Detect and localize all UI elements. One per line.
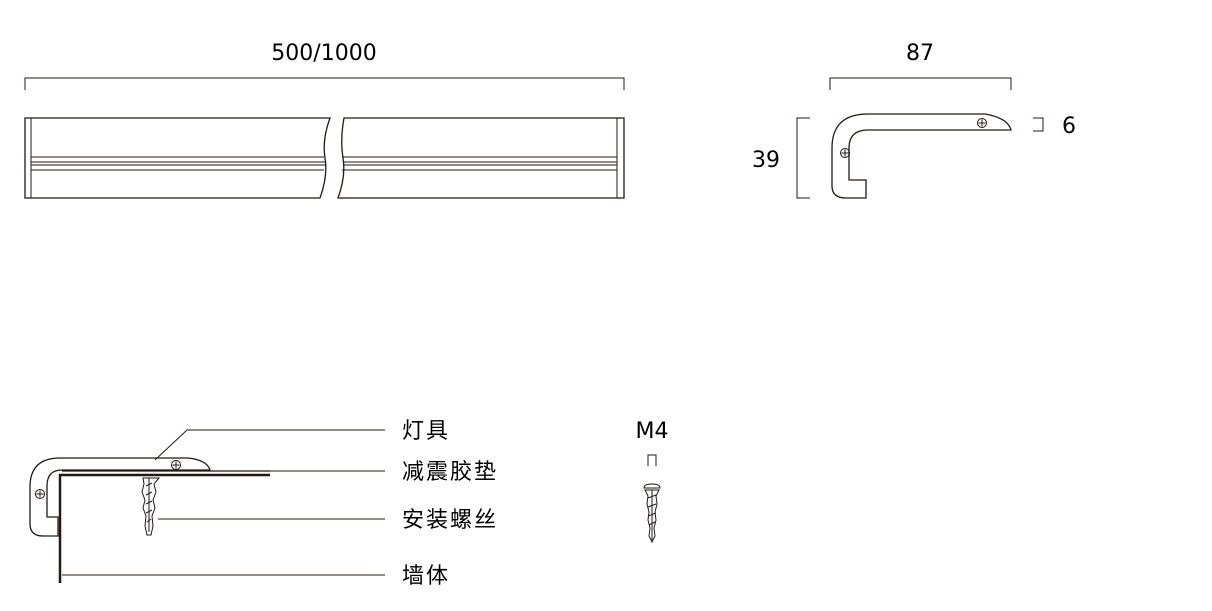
label-pad: 减震胶垫 xyxy=(402,460,498,485)
height-dimension-line xyxy=(796,117,810,199)
profile-left-half xyxy=(24,117,331,199)
mounting-screw xyxy=(141,477,161,536)
installation-view: 灯具 减震胶垫 安装螺丝 墙体 xyxy=(29,419,498,589)
side-profile-outline xyxy=(831,113,1012,199)
label-fixture: 灯具 xyxy=(402,419,450,444)
length-dimension-line xyxy=(24,77,625,90)
leader-line-fixture xyxy=(154,429,385,461)
screw-head-icon xyxy=(977,118,987,128)
screw-size-bracket xyxy=(647,454,657,466)
profile-right-half xyxy=(337,117,625,199)
length-dimension-label: 500/1000 xyxy=(271,41,376,66)
side-view: 87 39 6 xyxy=(752,41,1076,199)
fixture-profile xyxy=(29,457,211,537)
screw-detail: M4 xyxy=(636,419,669,544)
thickness-dimension-line xyxy=(1033,117,1044,132)
thickness-dimension-label: 6 xyxy=(1062,114,1076,139)
screw-head-icon xyxy=(840,148,850,158)
height-dimension-label: 39 xyxy=(752,148,780,173)
width-dimension-line xyxy=(829,77,1012,90)
wall xyxy=(58,473,270,583)
screw-head-icon xyxy=(171,460,181,470)
width-dimension-label: 87 xyxy=(906,41,934,66)
screw-head-icon xyxy=(35,489,45,499)
front-view: 500/1000 xyxy=(24,41,625,199)
label-wall: 墙体 xyxy=(402,564,450,589)
screw-anchor-icon xyxy=(643,483,661,544)
label-screw: 安装螺丝 xyxy=(402,508,498,533)
screw-size-label: M4 xyxy=(636,419,669,444)
